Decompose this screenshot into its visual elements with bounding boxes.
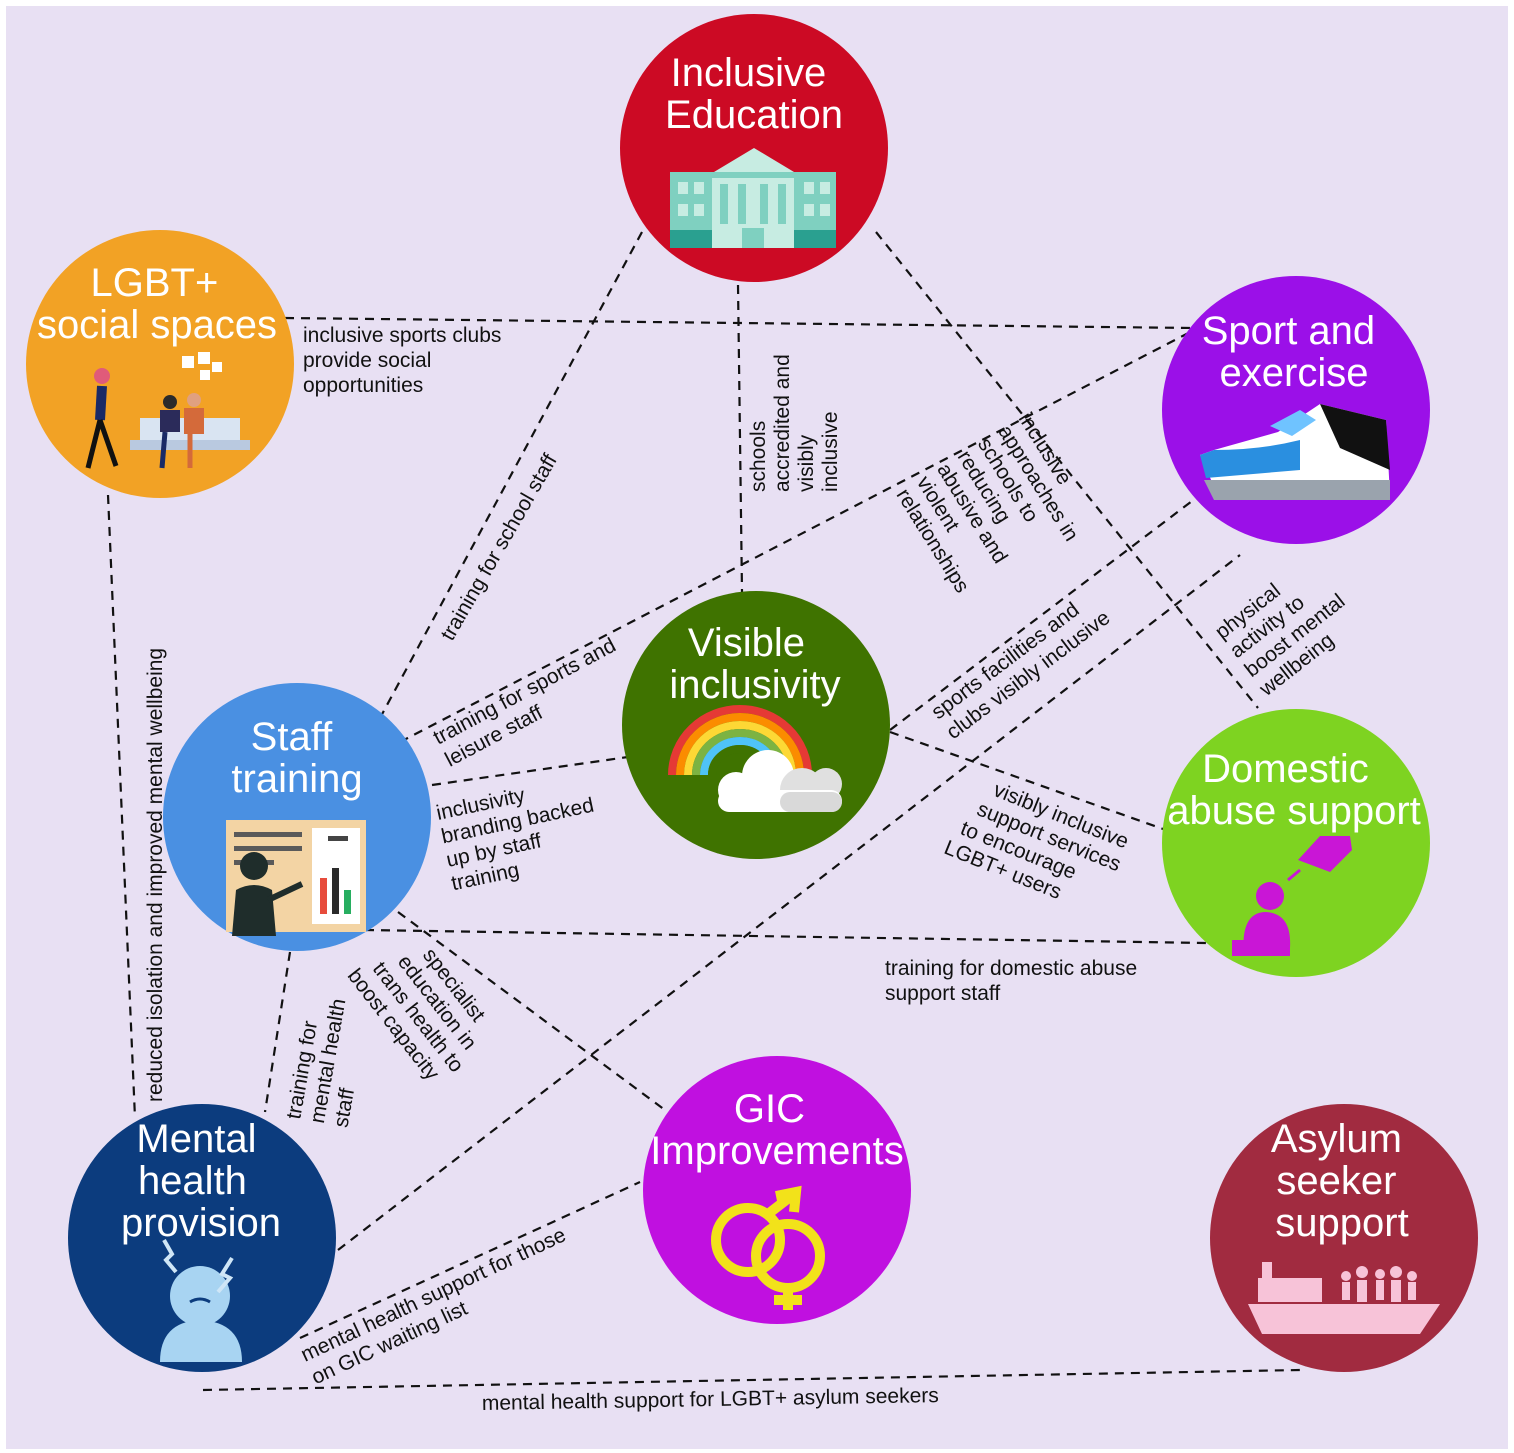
presentation-board-icon bbox=[226, 820, 366, 936]
edge-mental-asylum bbox=[202, 1368, 1301, 1392]
edge-label-isolation: reduced isolation and improved mental we… bbox=[144, 648, 167, 1102]
edge-staff-domestic bbox=[364, 928, 1207, 945]
edge-staff-gic bbox=[397, 911, 666, 1111]
node-asylum-seeker-support: Asylum seeker support bbox=[1210, 1104, 1478, 1372]
edge-label-domestic-staff: training for domestic abuse support staf… bbox=[885, 957, 1143, 1005]
school-building-icon bbox=[670, 148, 836, 248]
sneaker-icon bbox=[1200, 404, 1390, 500]
node-sport-and-exercise: Sport and exercise bbox=[1162, 276, 1430, 544]
node-title: Visible inclusivity bbox=[669, 621, 840, 707]
edge-staff-inclusivity bbox=[431, 755, 629, 787]
edge-mental-gic bbox=[299, 1181, 641, 1339]
node-title: Asylum seeker support bbox=[1271, 1117, 1413, 1245]
edge-label-schools-accredited: schools accredited and visibly inclusive bbox=[747, 348, 842, 492]
edge-education-domestic bbox=[875, 231, 1259, 709]
edge-education-staff bbox=[379, 231, 643, 719]
edge-mental-sport bbox=[337, 554, 1241, 1251]
people-socialising-icon bbox=[85, 352, 250, 469]
node-title: Inclusive Education bbox=[665, 51, 843, 137]
edge-staff-mental bbox=[263, 951, 292, 1113]
node-circle bbox=[643, 1056, 911, 1324]
node-lgbt-social-spaces: LGBT+ social spaces bbox=[26, 230, 294, 498]
node-domestic-abuse-support: Domestic abuse support bbox=[1162, 709, 1430, 977]
ship-and-people-icon bbox=[1248, 1262, 1440, 1334]
edge-education-inclusivity bbox=[736, 284, 744, 593]
node-title: Mental health provision bbox=[121, 1117, 281, 1245]
helping-hand-icon bbox=[1232, 836, 1352, 956]
node-circle bbox=[1162, 709, 1430, 977]
node-circle bbox=[68, 1104, 336, 1372]
edge-social-mental bbox=[106, 494, 137, 1119]
node-title: Staff training bbox=[231, 715, 362, 801]
edge-social-sport bbox=[284, 316, 1196, 330]
edge-staff-sport bbox=[399, 327, 1199, 743]
node-title: GIC Improvements bbox=[650, 1087, 903, 1173]
edge-label-trans-health: specialist education in trans health to … bbox=[343, 920, 510, 1096]
node-title: LGBT+ social spaces bbox=[37, 261, 277, 347]
connector-lines bbox=[106, 231, 1301, 1392]
distressed-person-icon bbox=[160, 1239, 242, 1362]
edge-inclusivity-sport bbox=[889, 497, 1197, 731]
node-visible-inclusivity: Visible inclusivity bbox=[622, 591, 890, 859]
node-title: Domestic abuse support bbox=[1167, 747, 1421, 833]
node-gic-improvements: GIC Improvements bbox=[643, 1056, 911, 1324]
edge-label-sports-social: inclusive sports clubs provide social op… bbox=[303, 324, 507, 397]
edge-inclusivity-domestic bbox=[889, 730, 1181, 837]
node-inclusive-education: Inclusive Education bbox=[620, 14, 888, 282]
node-staff-training: Staff training bbox=[163, 683, 431, 951]
node-mental-health-provision: Mental health provision bbox=[68, 1104, 336, 1372]
node-title: Sport and exercise bbox=[1202, 309, 1387, 395]
rainbow-icon bbox=[668, 705, 842, 812]
gender-symbol-icon bbox=[711, 1185, 825, 1310]
